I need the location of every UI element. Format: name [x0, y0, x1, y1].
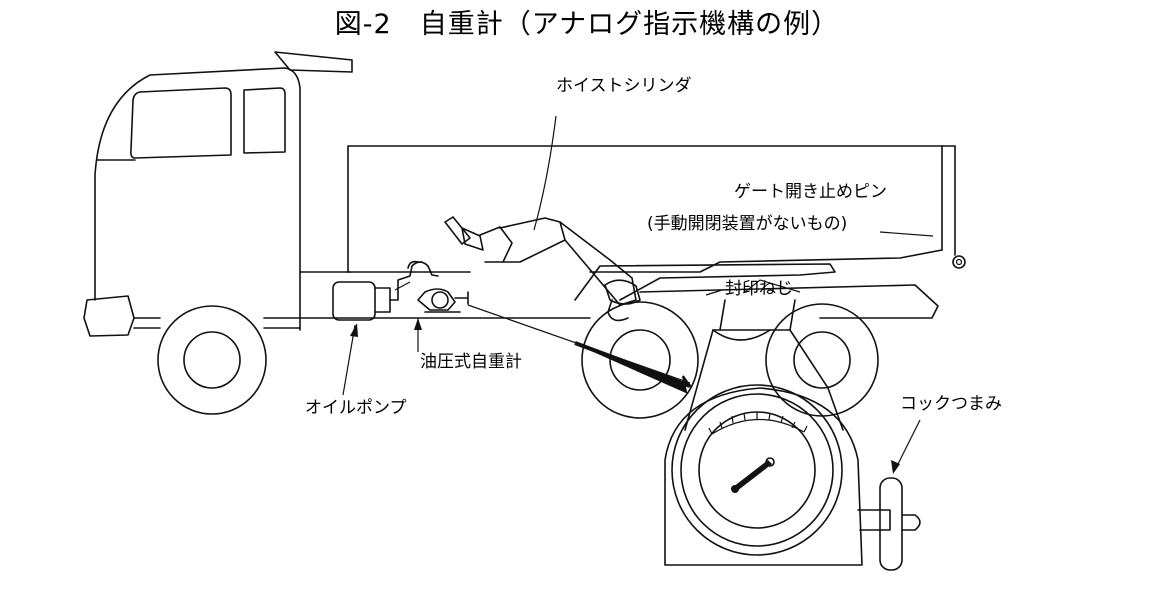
- label-hydraulic-gauge: 油圧式自重計: [420, 352, 522, 372]
- leader-lines: [342, 115, 934, 474]
- dump-body: [347, 145, 966, 319]
- hoist-cylinder-drawing: [444, 216, 641, 322]
- label-seal-screw: 封印ねじ: [725, 279, 793, 299]
- figure-title: 図-2 自重計（アナログ指示機構の例）: [334, 9, 840, 40]
- label-oil-pump: オイルポンプ: [305, 398, 407, 418]
- truck-chassis: [133, 271, 591, 329]
- oil-pump-drawing: [332, 260, 439, 321]
- label-gate-pin: ゲート開き止めピン: [734, 182, 887, 202]
- truck-cab: [83, 51, 353, 415]
- label-gate-pin-note: (手動開閉装置がないもの): [647, 214, 848, 234]
- small-gauge-drawing: [417, 288, 469, 313]
- gauge-detail: [664, 299, 921, 571]
- label-cock-knob: コックつまみ: [900, 394, 1002, 414]
- label-hoist-cylinder: ホイストシリンダ: [556, 76, 692, 96]
